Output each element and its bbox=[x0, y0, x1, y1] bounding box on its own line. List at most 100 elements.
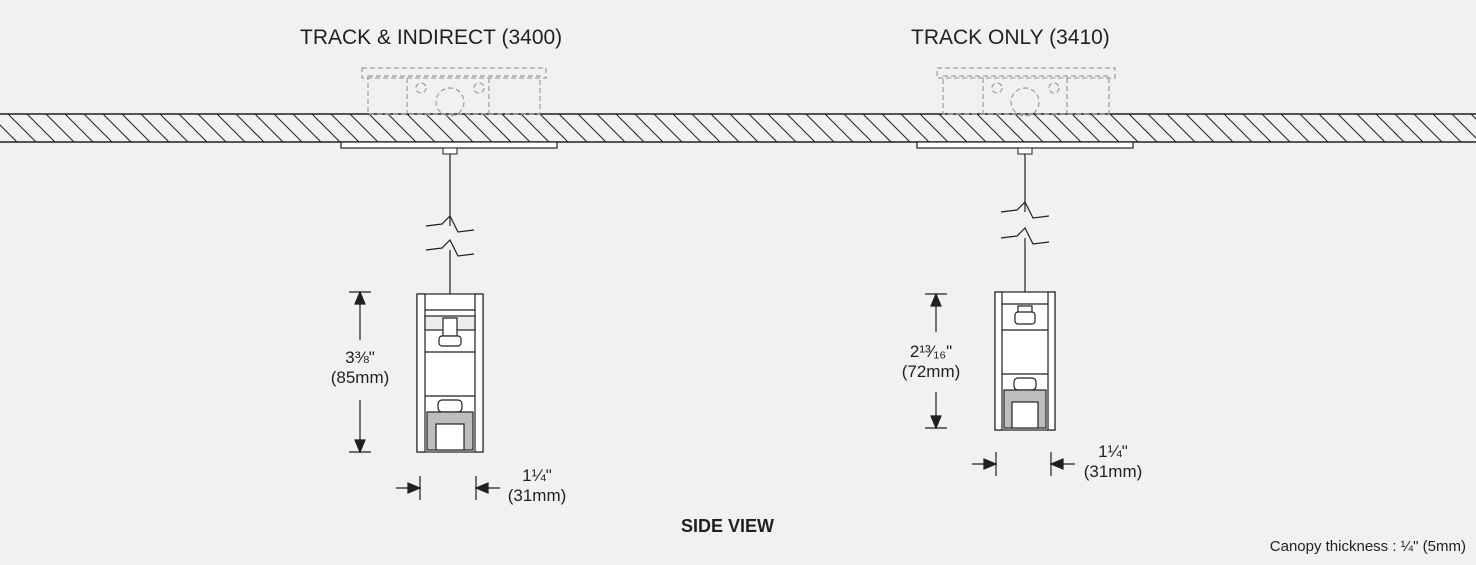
hatch-line bbox=[957, 114, 987, 142]
title-track-only: TRACK ONLY (3410) bbox=[911, 26, 1110, 49]
canopy-left bbox=[340, 141, 558, 155]
hatch-line bbox=[83, 114, 113, 142]
hatch-line bbox=[121, 114, 151, 142]
ceiling-slab bbox=[0, 113, 1476, 143]
height-label-right: 2¹³⁄₁₆" (72mm) bbox=[886, 342, 976, 382]
height-imperial-right: 2¹³⁄₁₆" bbox=[909, 342, 953, 361]
width-metric-left: (31mm) bbox=[507, 486, 567, 505]
title-track-indirect: TRACK & INDIRECT (3400) bbox=[300, 26, 563, 49]
hatch-line bbox=[463, 114, 493, 142]
hatch-line bbox=[824, 114, 854, 142]
hatch-line bbox=[1413, 114, 1443, 142]
canopy-note: Canopy thickness : ¼" (5mm) bbox=[1269, 538, 1466, 555]
hatch-line bbox=[1223, 114, 1253, 142]
hatch-line bbox=[881, 114, 911, 142]
hatch-line bbox=[425, 114, 455, 142]
hatch-line bbox=[938, 114, 968, 142]
hatch-line bbox=[1299, 114, 1329, 142]
height-label-left: 3⅜" (85mm) bbox=[318, 348, 402, 388]
hatch-line bbox=[140, 114, 170, 142]
hatch-line bbox=[444, 114, 474, 142]
view-label: SIDE VIEW bbox=[681, 516, 775, 536]
hatch-line bbox=[520, 114, 550, 142]
hatch-line bbox=[748, 114, 778, 142]
hatch-line bbox=[976, 114, 1006, 142]
hatch-line bbox=[26, 114, 56, 142]
width-dimension-right bbox=[972, 452, 1075, 476]
height-imperial-left: 3⅜" bbox=[345, 348, 375, 367]
hatch-line bbox=[254, 114, 284, 142]
hatch-line bbox=[1375, 114, 1405, 142]
hatch-line bbox=[1128, 114, 1158, 142]
hatch-line bbox=[672, 114, 702, 142]
hatch-line bbox=[805, 114, 835, 142]
hatch-line bbox=[1147, 114, 1177, 142]
hatch-line bbox=[786, 114, 816, 142]
hatch-line bbox=[64, 114, 94, 142]
hatch-line bbox=[292, 114, 322, 142]
ceiling-hatch bbox=[0, 114, 1476, 142]
hatch-line bbox=[178, 114, 208, 142]
suspension-cable-left bbox=[425, 154, 475, 318]
hatch-line bbox=[843, 114, 873, 142]
hatch-line bbox=[1166, 114, 1196, 142]
hatch-line bbox=[102, 114, 132, 142]
hatch-line bbox=[1261, 114, 1291, 142]
hatch-line bbox=[501, 114, 531, 142]
height-dimension-left bbox=[349, 290, 371, 454]
hatch-line bbox=[482, 114, 512, 142]
hatch-line bbox=[368, 114, 398, 142]
hatch-line bbox=[0, 124, 18, 142]
hatch-line bbox=[710, 114, 740, 142]
hatch-line bbox=[919, 114, 949, 142]
canopy-right bbox=[916, 141, 1134, 155]
fixture-profile-right bbox=[994, 291, 1056, 431]
hatch-line bbox=[767, 114, 797, 142]
hatch-line bbox=[1242, 114, 1272, 142]
width-label-right: 1¼" (31mm) bbox=[1070, 442, 1156, 482]
width-metric-right: (31mm) bbox=[1083, 462, 1143, 481]
height-metric-right: (72mm) bbox=[901, 362, 961, 381]
hatch-line bbox=[1090, 114, 1120, 142]
hatch-line bbox=[1451, 114, 1476, 139]
hatch-line bbox=[862, 114, 892, 142]
hatch-line bbox=[691, 114, 721, 142]
hatch-line bbox=[596, 114, 626, 142]
height-metric-left: (85mm) bbox=[330, 368, 390, 387]
suspension-cable-right bbox=[1000, 154, 1050, 292]
hatch-line bbox=[216, 114, 246, 142]
hatch-line bbox=[406, 114, 436, 142]
hatch-line bbox=[900, 114, 930, 142]
hatch-line bbox=[349, 114, 379, 142]
width-label-left: 1¼" (31mm) bbox=[494, 466, 580, 506]
hatch-line bbox=[1356, 114, 1386, 142]
hatch-line bbox=[159, 114, 189, 142]
hatch-line bbox=[1071, 114, 1101, 142]
hatch-line bbox=[577, 114, 607, 142]
hatch-line bbox=[273, 114, 303, 142]
hatch-line bbox=[1014, 114, 1044, 142]
hatch-line bbox=[729, 114, 759, 142]
width-imperial-left: 1¼" bbox=[522, 466, 552, 485]
hatch-line bbox=[539, 114, 569, 142]
hatch-line bbox=[1204, 114, 1234, 142]
width-imperial-right: 1¼" bbox=[1098, 442, 1128, 461]
junction-box-right bbox=[936, 67, 1116, 117]
hatch-line bbox=[995, 114, 1025, 142]
hatch-line bbox=[1394, 114, 1424, 142]
junction-box-left bbox=[361, 67, 547, 117]
hatch-line bbox=[387, 114, 417, 142]
hatch-line bbox=[634, 114, 664, 142]
hatch-line bbox=[197, 114, 227, 142]
height-dimension-right bbox=[925, 292, 947, 430]
hatch-line bbox=[1318, 114, 1348, 142]
fixture-profile-left bbox=[416, 293, 484, 453]
hatch-line bbox=[1185, 114, 1215, 142]
hatch-line bbox=[1052, 114, 1082, 142]
hatch-line bbox=[311, 114, 341, 142]
hatch-line bbox=[1432, 114, 1462, 142]
hatch-line bbox=[45, 114, 75, 142]
hatch-line bbox=[1280, 114, 1310, 142]
